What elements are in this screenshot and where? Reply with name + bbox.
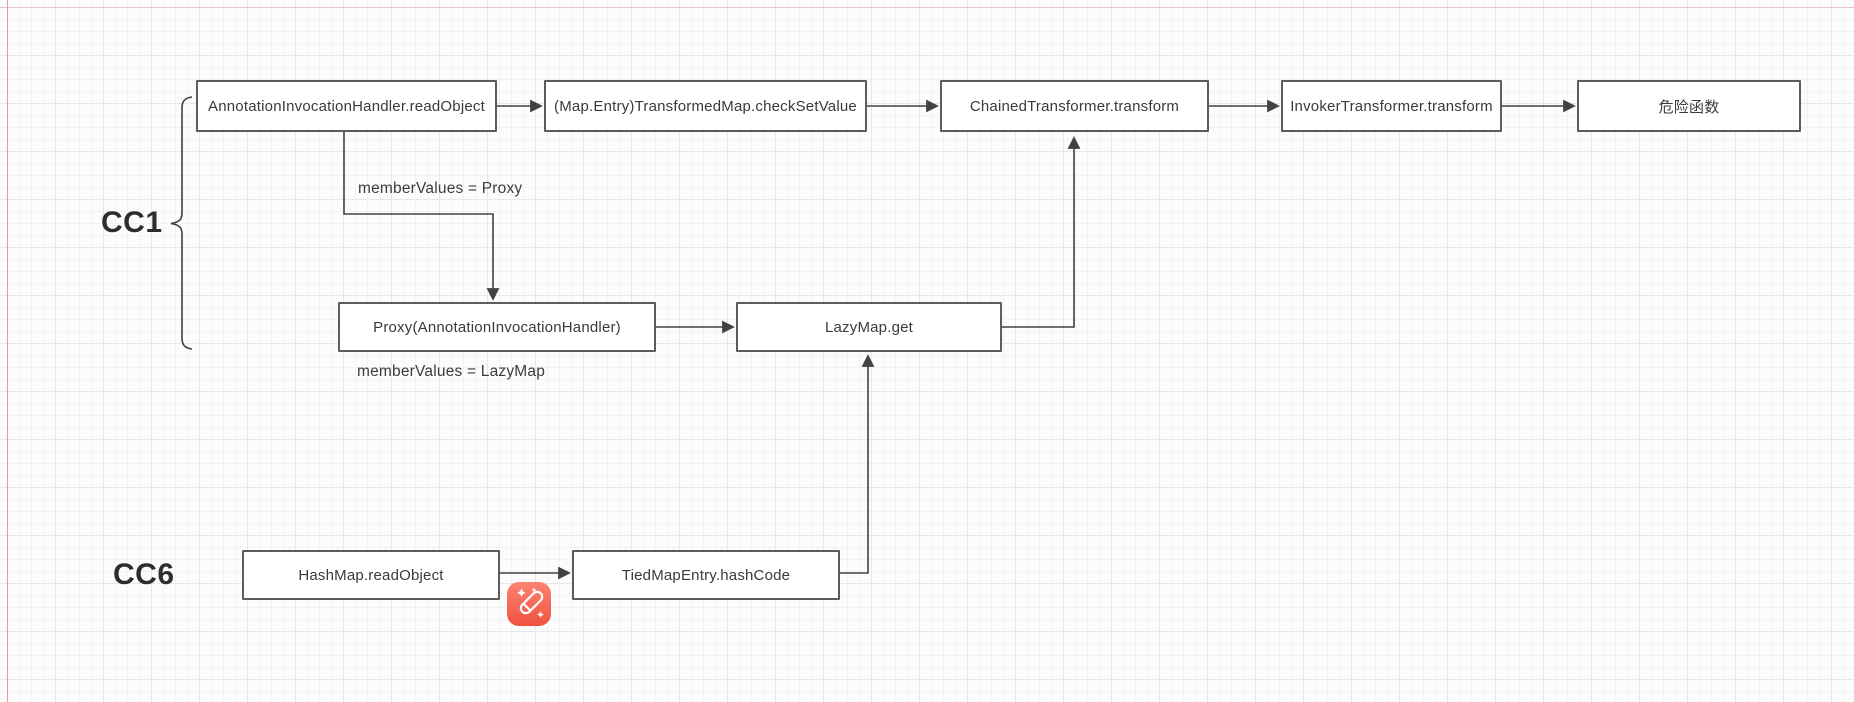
edge-readobject-to-proxy[interactable] bbox=[343, 132, 500, 301]
magic-pen-icon[interactable] bbox=[507, 582, 551, 626]
node-label: HashMap.readObject bbox=[298, 566, 444, 584]
node-label: Proxy(AnnotationInvocationHandler) bbox=[373, 318, 621, 336]
node-dangerous-function[interactable]: 危险函数 bbox=[1577, 80, 1801, 132]
edge-label-membervalues-lazymap[interactable]: memberValues = LazyMap bbox=[357, 363, 546, 380]
node-lazymap-get[interactable]: LazyMap.get bbox=[736, 302, 1002, 352]
node-tiedmapentry-hashcode[interactable]: TiedMapEntry.hashCode bbox=[572, 550, 840, 600]
node-label: AnnotationInvocationHandler.readObject bbox=[208, 97, 485, 115]
node-invokertransformer-transform[interactable]: InvokerTransformer.transform bbox=[1281, 80, 1502, 132]
edge-label-membervalues-proxy[interactable]: memberValues = Proxy bbox=[358, 180, 523, 197]
node-proxy-annotationinvocationhandler[interactable]: Proxy(AnnotationInvocationHandler) bbox=[338, 302, 656, 352]
edge-tiedmapentry-to-lazymap[interactable] bbox=[840, 354, 875, 574]
node-chainedtransformer-transform[interactable]: ChainedTransformer.transform bbox=[940, 80, 1209, 132]
node-hashmap-readobject[interactable]: HashMap.readObject bbox=[242, 550, 500, 600]
node-transformedmap-checksetvalue[interactable]: (Map.Entry)TransformedMap.checkSetValue bbox=[544, 80, 867, 132]
group-label-cc1[interactable]: CC1 bbox=[101, 206, 163, 239]
node-label: LazyMap.get bbox=[824, 318, 914, 336]
group-label-cc6[interactable]: CC6 bbox=[113, 558, 175, 591]
edge-lazymap-to-chainedtransformer[interactable] bbox=[1002, 136, 1081, 328]
node-label: ChainedTransformer.transform bbox=[969, 97, 1180, 115]
cc1-group-brace[interactable] bbox=[170, 96, 193, 350]
node-label: (Map.Entry)TransformedMap.checkSetValue bbox=[554, 97, 857, 115]
node-label: TiedMapEntry.hashCode bbox=[621, 566, 791, 584]
node-label: 危险函数 bbox=[1658, 98, 1720, 116]
node-annotationinvocationhandler-readobject[interactable]: AnnotationInvocationHandler.readObject bbox=[196, 80, 497, 132]
node-label: InvokerTransformer.transform bbox=[1290, 97, 1493, 115]
